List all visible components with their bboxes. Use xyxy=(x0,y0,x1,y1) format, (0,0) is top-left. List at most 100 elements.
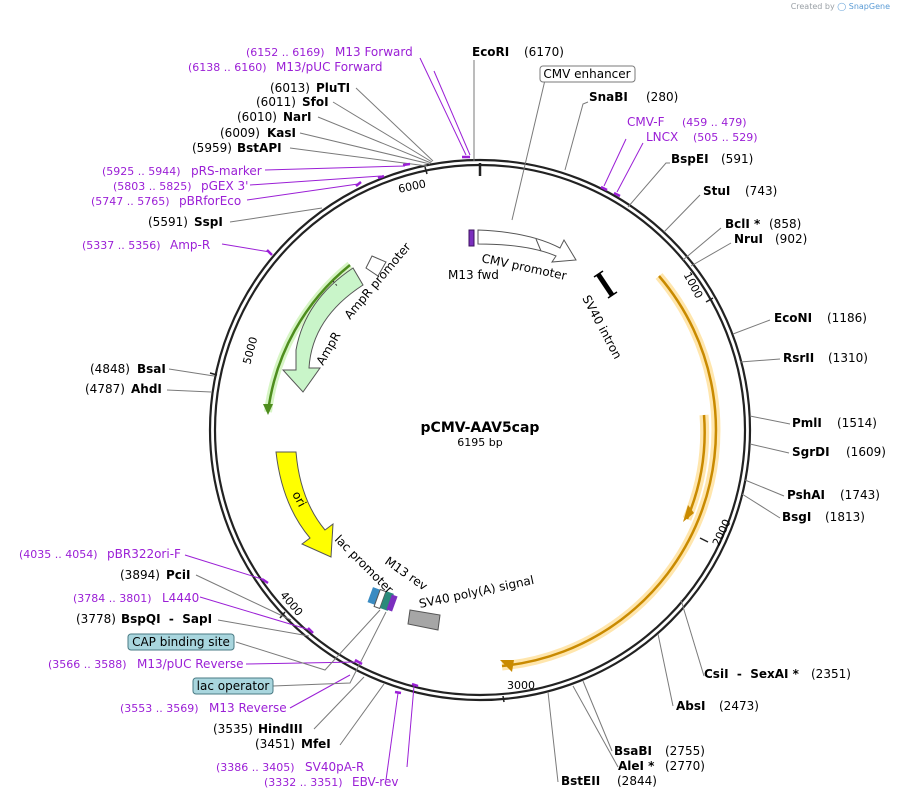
primer-name: M13/pUC Forward xyxy=(276,60,383,74)
cap-orf-feature xyxy=(500,273,721,672)
leader-alei xyxy=(572,685,619,768)
leader-lncx xyxy=(616,142,644,193)
leader-absi xyxy=(657,633,674,707)
cap-orf-arc xyxy=(501,275,718,668)
lac-promoter-marker xyxy=(367,587,381,605)
primer-range: (3332 .. 3351) xyxy=(264,776,343,789)
enzyme-name: BstAPI xyxy=(237,141,282,155)
leader-amp-r xyxy=(221,243,271,253)
leader-pbr322ori xyxy=(184,554,266,581)
leader-lac-operator xyxy=(272,611,387,687)
enzyme-pos: (1609) xyxy=(846,445,886,459)
boxed-feature-labels: CMV enhancer CAP binding site lac operat… xyxy=(127,65,636,695)
leader-kasi xyxy=(299,132,431,165)
enzyme-pos: (2770) xyxy=(665,759,705,773)
leader-l4440 xyxy=(199,596,311,631)
leader-prs-marker xyxy=(264,165,406,171)
enzyme-pos: (6010) xyxy=(237,110,277,124)
primer-range: (5925 .. 5944) xyxy=(102,165,181,178)
primer-name: LNCX xyxy=(646,130,678,144)
leader-cmv-enhancer xyxy=(511,79,549,221)
enzyme-pos: (6011) xyxy=(256,95,296,109)
leader-snabi xyxy=(564,101,589,171)
primer-mark xyxy=(307,627,314,634)
primer-mark xyxy=(600,185,608,192)
plasmid-name: pCMV-AAV5cap xyxy=(421,420,540,436)
enzyme-name: PciI xyxy=(166,568,191,582)
enzyme-name: KasI xyxy=(267,126,296,140)
primer-mark xyxy=(354,658,363,666)
cap-orf-arrowhead xyxy=(500,660,514,672)
leader-bspei xyxy=(627,162,670,208)
sv40-intron-bar xyxy=(595,272,615,297)
leader-pmli xyxy=(749,415,791,425)
enzyme-pos: (1743) xyxy=(840,488,880,502)
cmv-enhancer-box xyxy=(539,65,636,83)
primer-range: (459 .. 479) xyxy=(682,116,747,129)
primer-name: M13 Forward xyxy=(335,45,413,59)
primer-range: (4035 .. 4054) xyxy=(19,548,98,561)
tick-mark xyxy=(502,695,505,703)
enzyme-pos: (4787) xyxy=(85,382,125,396)
snapgene-logo-icon: ◯ xyxy=(837,2,847,11)
m13-rev-marker xyxy=(386,594,398,612)
enzyme-name: AleI * xyxy=(618,759,655,773)
primer-name: M13 Reverse xyxy=(209,701,287,715)
enzyme-name: RsrII xyxy=(783,351,814,365)
leader-cap-binding-site xyxy=(235,609,381,671)
enzyme-pos: (2351) xyxy=(811,667,851,681)
enzyme-pos: (743) xyxy=(745,184,777,198)
primer-leaders xyxy=(184,57,644,781)
enzyme-name: SgrDI xyxy=(792,445,830,459)
enzyme-pos: (280) xyxy=(646,90,678,104)
primer-range: (5337 .. 5356) xyxy=(82,239,161,252)
enzyme-name: EcoRI xyxy=(472,45,509,59)
enzyme-pos: (1514) xyxy=(837,416,877,430)
primer-range: (505 .. 529) xyxy=(693,131,758,144)
leader-ebv-rev xyxy=(385,692,399,781)
primer-range: (3784 .. 3801) xyxy=(73,592,152,605)
enzyme-pos: (902) xyxy=(775,232,807,246)
enzyme-name: BsgI xyxy=(782,510,811,524)
enzyme-name: NarI xyxy=(283,110,312,124)
enzyme-name: PmlI xyxy=(792,416,822,430)
plasmid-length: 6195 bp xyxy=(457,436,502,449)
lac-operator-marker xyxy=(373,588,387,610)
enzyme-name: MfeI xyxy=(301,737,331,751)
primer-name: pRS-marker xyxy=(191,164,262,178)
lac-operator-label: lac operator xyxy=(197,679,270,693)
enzyme-name: BsaI xyxy=(137,362,166,376)
primer-mark xyxy=(411,682,419,688)
leader-pbrforeco xyxy=(246,183,359,201)
enzyme-pos: (3535) xyxy=(213,722,253,736)
leader-m13-puc-forward xyxy=(433,70,471,156)
enzyme-name: BspEI xyxy=(671,152,709,166)
tick-mark xyxy=(705,297,714,303)
leader-cmv-f xyxy=(603,138,627,187)
leader-sv40pa-r xyxy=(406,685,415,768)
leader-rsrii xyxy=(739,358,781,363)
leader-mfei xyxy=(339,683,385,746)
m13-fwd-label: M13 fwd xyxy=(448,268,499,282)
primer-range: (5747 .. 5765) xyxy=(91,195,170,208)
leader-csii xyxy=(680,599,705,677)
primer-name: L4440 xyxy=(162,591,199,605)
enzyme-name: BstEII xyxy=(561,774,600,788)
primer-range: (6138 .. 6160) xyxy=(188,61,267,74)
leader-sgrdi xyxy=(749,443,790,454)
ori-label: ori xyxy=(289,489,309,509)
ampr-arc xyxy=(266,264,351,413)
enzyme-pos: (5959) xyxy=(192,141,232,155)
enzyme-name: StuI xyxy=(703,184,730,198)
primer-range: (6152 .. 6169) xyxy=(246,46,325,59)
primer-name: pGEX 3' xyxy=(201,179,248,193)
leader-bsteii xyxy=(547,691,559,783)
cmv-divider xyxy=(535,238,542,252)
sv40-intron-cap xyxy=(607,291,618,299)
primer-name: pBRforEco xyxy=(179,194,241,208)
enzyme-name: BsaBI xyxy=(614,744,652,758)
m13-fwd-marker xyxy=(468,229,475,247)
leader-pcii xyxy=(195,574,292,621)
primer-mark xyxy=(613,191,621,198)
